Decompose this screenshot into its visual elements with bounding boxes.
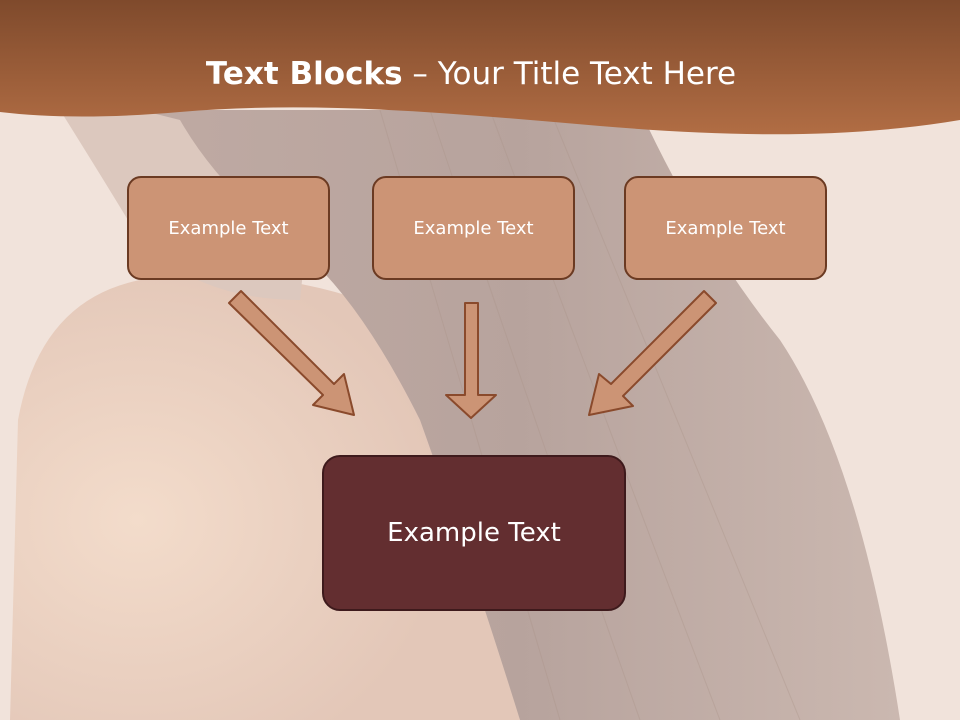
text-block-1-label: Example Text xyxy=(168,217,289,239)
center-block-label: Example Text xyxy=(387,518,561,548)
text-block-2-label: Example Text xyxy=(413,217,534,239)
text-block-3-label: Example Text xyxy=(665,217,786,239)
title-bold: Text Blocks xyxy=(205,56,403,92)
text-block-2[interactable]: Example Text xyxy=(372,176,575,280)
title-banner xyxy=(0,0,960,135)
title-rest: – Your Title Text Here xyxy=(402,56,737,92)
text-block-1[interactable]: Example Text xyxy=(127,176,330,280)
page-title: Text Blocks – Your Title Text Here xyxy=(0,52,942,96)
text-block-3[interactable]: Example Text xyxy=(624,176,827,280)
arrow-middle xyxy=(445,302,497,419)
arrow-right xyxy=(588,290,717,416)
center-block[interactable]: Example Text xyxy=(322,455,626,611)
arrow-left xyxy=(228,290,355,416)
